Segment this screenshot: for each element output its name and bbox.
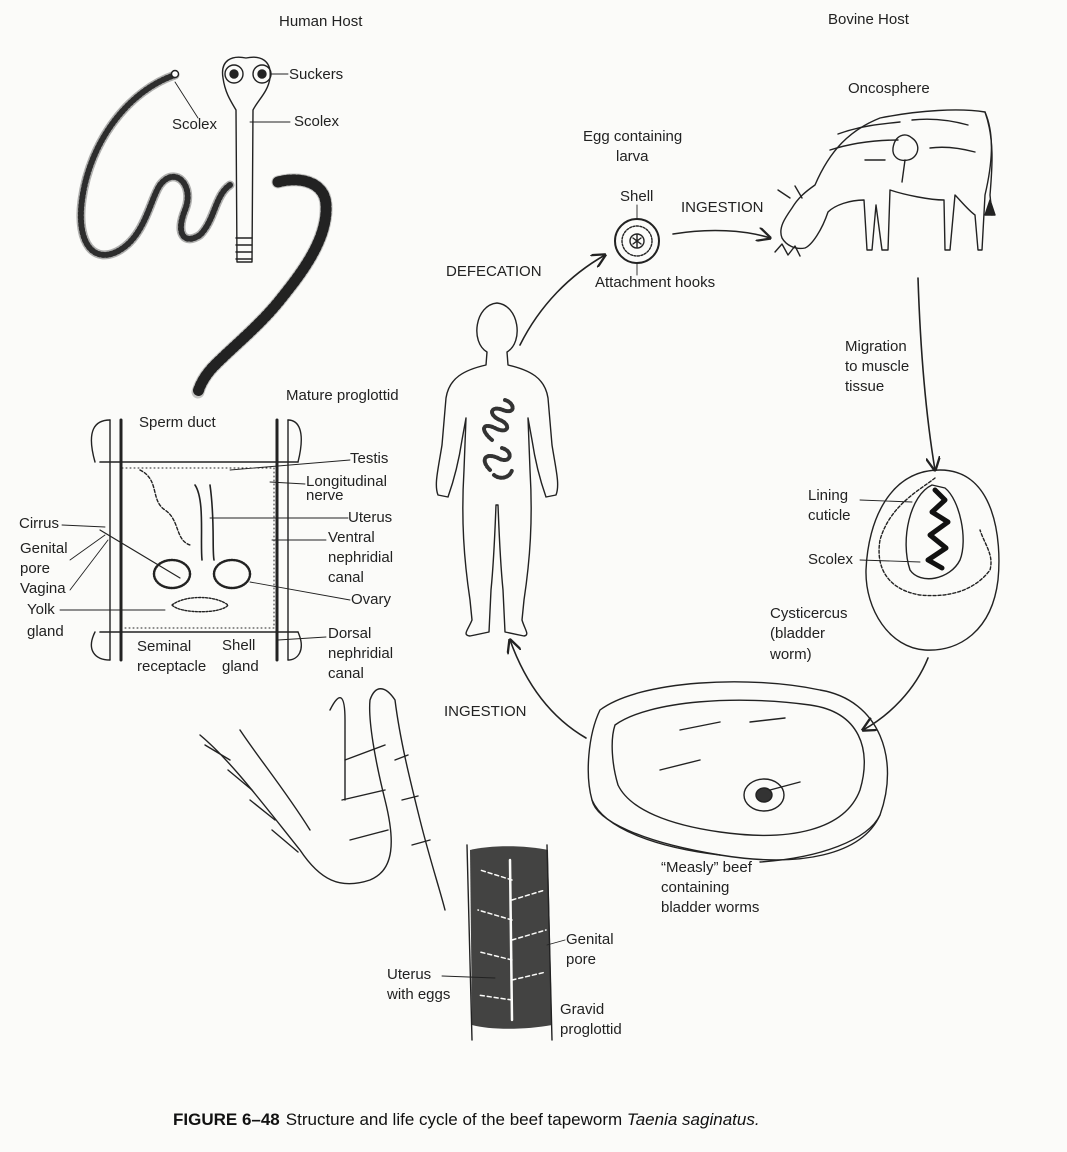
label-ingestion-human: INGESTION: [444, 702, 527, 722]
human-figure-drawing: [436, 303, 557, 636]
scolex-enlargement-drawing: [223, 57, 271, 262]
label-cysticercus-1: Cysticercus: [770, 604, 848, 624]
label-scolex-whole-worm: Scolex: [172, 115, 217, 135]
label-gravid-1: Gravid: [560, 1000, 604, 1020]
label-nerve: nerve: [306, 486, 344, 506]
cow-drawing: [775, 110, 995, 256]
figure-number: FIGURE 6–48: [173, 1110, 280, 1129]
label-migration-2: to muscle: [845, 357, 909, 377]
label-egg-containing: Egg containing: [583, 127, 682, 147]
caption-species: Taenia saginatus.: [627, 1110, 760, 1129]
label-lining: Lining: [808, 486, 848, 506]
label-shell-gland-2: gland: [222, 657, 259, 677]
label-pore: pore: [20, 559, 50, 579]
label-suckers: Suckers: [289, 65, 343, 85]
cycle-arrows: [510, 231, 935, 738]
label-cysticercus-2: (bladder: [770, 624, 825, 644]
label-ovary: Ovary: [351, 590, 391, 610]
label-vagina: Vagina: [20, 579, 66, 599]
label-cysticercus-3: worm): [770, 645, 812, 665]
label-attachment-hooks: Attachment hooks: [595, 273, 715, 293]
strobila-segments-drawing: [200, 689, 445, 910]
label-migration-1: Migration: [845, 337, 907, 357]
label-uterus: Uterus: [348, 508, 392, 528]
label-cuticle: cuticle: [808, 506, 851, 526]
figure-caption: FIGURE 6–48 Structure and life cycle of t…: [173, 1110, 760, 1130]
label-ingestion-bovine: INGESTION: [681, 198, 764, 218]
label-ventral-3: canal: [328, 568, 364, 588]
label-genital-pore-2: pore: [566, 950, 596, 970]
label-yolk: Yolk: [27, 600, 55, 620]
egg-drawing: [615, 219, 659, 263]
label-bovine-host: Bovine Host: [828, 10, 909, 30]
label-gravid-2: proglottid: [560, 1020, 622, 1040]
label-gland: gland: [27, 622, 64, 642]
label-testis: Testis: [350, 449, 388, 469]
label-genital-1: Genital: [20, 539, 68, 559]
label-seminal: Seminal: [137, 637, 191, 657]
label-larva: larva: [616, 147, 649, 167]
label-dorsal-2: nephridial: [328, 644, 393, 664]
measly-beef-drawing: [588, 682, 887, 862]
label-measly-2: containing: [661, 878, 729, 898]
label-defecation: DEFECATION: [446, 262, 542, 282]
cysticercus-drawing: [866, 470, 999, 650]
label-shell-gland-1: Shell: [222, 636, 255, 656]
label-scolex-cysticercus: Scolex: [808, 550, 853, 570]
label-dorsal-3: canal: [328, 664, 364, 684]
label-ventral-2: nephridial: [328, 548, 393, 568]
label-measly-3: bladder worms: [661, 898, 759, 918]
label-measly-1: “Measly” beef: [661, 858, 752, 878]
label-uterus-eggs-1: Uterus: [387, 965, 431, 985]
caption-text: Structure and life cycle of the beef tap…: [286, 1110, 622, 1129]
label-receptacle: receptacle: [137, 657, 206, 677]
label-oncosphere: Oncosphere: [848, 79, 930, 99]
label-cirrus: Cirrus: [19, 514, 59, 534]
label-migration-3: tissue: [845, 377, 884, 397]
label-shell: Shell: [620, 187, 653, 207]
label-uterus-eggs-2: with eggs: [387, 985, 450, 1005]
label-scolex-enlarged: Scolex: [294, 112, 339, 132]
mature-proglottid-drawing: [91, 420, 301, 660]
label-dorsal-1: Dorsal: [328, 624, 371, 644]
label-human-host: Human Host: [279, 12, 362, 32]
label-mature-proglottid: Mature proglottid: [286, 386, 399, 406]
gravid-proglottid-drawing: [467, 845, 552, 1040]
label-sperm-duct: Sperm duct: [139, 413, 216, 433]
label-ventral-1: Ventral: [328, 528, 375, 548]
label-genital-pore-1: Genital: [566, 930, 614, 950]
